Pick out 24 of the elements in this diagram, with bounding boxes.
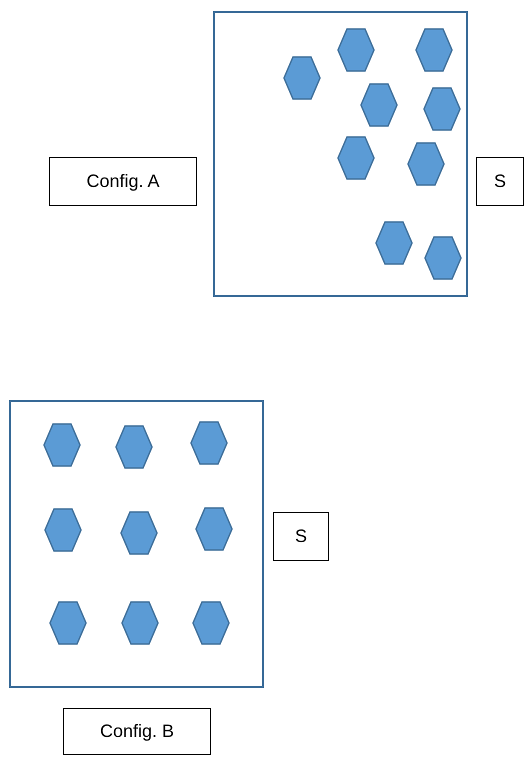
- hexagon: [360, 83, 398, 127]
- hexagon: [120, 511, 158, 555]
- hexagon: [407, 142, 445, 186]
- hexagon: [115, 425, 153, 469]
- hexagon: [195, 507, 233, 551]
- hexagon: [337, 28, 375, 72]
- label-box: S: [476, 157, 524, 206]
- hexagon: [283, 56, 321, 100]
- hexagon: [415, 28, 453, 72]
- hexagon: [375, 221, 413, 265]
- hexagon: [121, 601, 159, 645]
- hexagon: [43, 423, 81, 467]
- container-square: [9, 400, 264, 688]
- hexagon: [337, 136, 375, 180]
- hexagon: [44, 508, 82, 552]
- hexagon: [424, 236, 462, 280]
- label-box: Config. B: [63, 708, 211, 755]
- hexagon: [423, 87, 461, 131]
- hexagon: [190, 421, 228, 465]
- label-box: S: [273, 512, 329, 561]
- hexagon: [49, 601, 87, 645]
- hexagon: [192, 601, 230, 645]
- label-box: Config. A: [49, 157, 197, 206]
- container-square: [213, 11, 468, 297]
